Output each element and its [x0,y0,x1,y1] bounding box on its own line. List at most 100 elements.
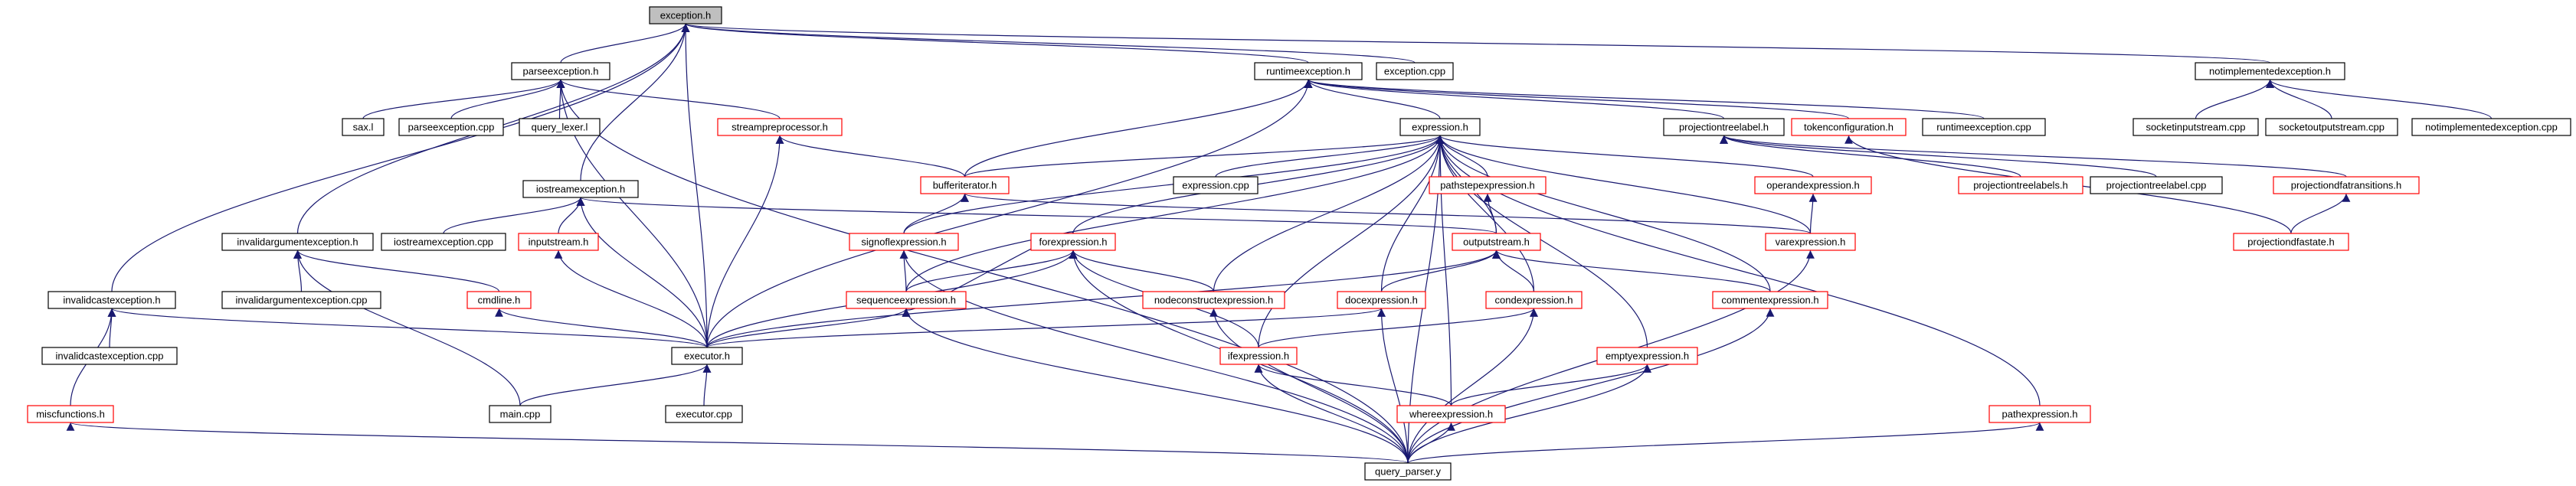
edge-executor-h-to-outputstream-h [706,250,1501,348]
node-label: query_parser.y [1375,465,1441,477]
node-label: outputstream.h [1463,236,1530,247]
node-label: exception.cpp [1384,65,1445,77]
node-emptyexpression-h[interactable]: emptyexpression.h [1596,347,1698,365]
node-exception-h[interactable]: exception.h [649,6,722,24]
edge-executor-h-to-docexpression-h [706,308,1386,348]
node-label: expression.h [1412,121,1468,132]
edge-expression-h-to-runtimeexception-h [1304,79,1441,119]
node-expression-h[interactable]: expression.h [1399,118,1481,136]
edge-invalidcastexception-h-to-exception-h [111,23,690,292]
edge-runtimeexception-h-to-exception-h [682,23,1309,64]
node-invalidargumentexception-h[interactable]: invalidargumentexception.h [221,233,374,251]
node-socketoutputstream-cpp[interactable]: socketoutputstream.cpp [2265,118,2398,136]
node-outputstream-h[interactable]: outputstream.h [1452,233,1541,251]
node-box [1791,118,1907,136]
edges-layer [67,23,2493,464]
edge-query-parser-y-to-pathexpression-h [1407,422,2044,464]
node-label: operandexpression.h [1766,179,1859,191]
node-miscfunctions-h[interactable]: miscfunctions.h [27,405,114,423]
node-invalidcastexception-h[interactable]: invalidcastexception.h [47,291,176,309]
edge-runtimeexception-cpp-to-runtimeexception-h [1304,79,1985,119]
node-projectiondfastate-h[interactable]: projectiondfastate.h [2233,233,2349,251]
edge-varexpression-h-to-bufferiterator-h [961,193,1812,234]
node-iostreamexception-h[interactable]: iostreamexception.h [522,180,639,198]
node-box [1485,291,1583,309]
edge-outputstream-h-to-iostreamexception-h [577,197,1497,234]
node-box [522,180,639,198]
node-pathexpression-h[interactable]: pathexpression.h [1988,405,2091,423]
node-label: sequenceexpression.h [856,294,956,305]
node-projectiontreelabels-h[interactable]: projectiontreelabels.h [1958,176,2083,194]
node-notimplementedexception-h[interactable]: notimplementedexception.h [2195,62,2345,80]
node-iostreamexception-cpp[interactable]: iostreamexception.cpp [381,233,506,251]
node-pathstepexpression-h[interactable]: pathstepexpression.h [1429,176,1547,194]
node-runtimeexception-h[interactable]: runtimeexception.h [1254,62,1363,80]
edge-nodeconstructexpression-h-to-forexpression-h [1069,250,1215,292]
node-cmdline-h[interactable]: cmdline.h [466,291,532,309]
node-bufferiterator-h[interactable]: bufferiterator.h [920,176,1010,194]
node-projectiondfatransitions-h[interactable]: projectiondfatransitions.h [2273,176,2420,194]
edge-sequenceexpression-h-to-expression-h [905,135,1445,292]
edge-bufferiterator-h-to-streampreprocessor-h [775,135,966,178]
node-docexpression-h[interactable]: docexpression.h [1337,291,1426,309]
node-exception-cpp[interactable]: exception.cpp [1376,62,1454,80]
node-condexpression-h[interactable]: condexpression.h [1485,291,1583,309]
node-label: tokenconfiguration.h [1804,121,1894,132]
node-ifexpression-h[interactable]: ifexpression.h [1219,347,1298,365]
node-executor-h[interactable]: executor.h [671,347,743,365]
edge-docexpression-h-to-outputstream-h [1380,250,1501,292]
node-projectiontreelabel-h[interactable]: projectiontreelabel.h [1663,118,1785,136]
node-box [2411,118,2571,136]
node-main-cpp[interactable]: main.cpp [489,405,552,423]
edge-signoflexpression-h-to-expression-h [903,135,1445,234]
node-label: condexpression.h [1495,294,1573,305]
edge-projectiontreelabels-h-to-projectiontreelabel-h [1720,135,2021,178]
edge-whereexpression-h-to-expression-h [1435,135,1452,406]
edge-query-parser-y-to-condexpression-h [1407,308,1538,464]
node-sequenceexpression-h[interactable]: sequenceexpression.h [846,291,967,309]
node-box [1142,291,1285,309]
node-query-lexer-l[interactable]: query_lexer.l [519,118,601,136]
edge-executor-h-to-runtimeexception-h [706,79,1313,348]
node-invalidargumentexception-cpp[interactable]: invalidargumentexception.cpp [221,291,381,309]
node-whereexpression-h[interactable]: whereexpression.h [1396,405,1506,423]
edge-commentexpression-h-to-outputstream-h [1492,250,1771,292]
node-box [1712,291,1828,309]
node-nodeconstructexpression-h[interactable]: nodeconstructexpression.h [1142,291,1285,309]
edge-query-parser-y-to-ifexpression-h [1254,364,1409,464]
node-parseexception-cpp[interactable]: parseexception.cpp [398,118,504,136]
node-streampreprocessor-h[interactable]: streampreprocessor.h [717,118,843,136]
node-label: iostreamexception.cpp [394,236,493,247]
node-box [2195,62,2345,80]
node-sax-l[interactable]: sax.l [342,118,385,136]
edge-whereexpression-h-to-emptyexpression-h [1450,364,1651,406]
node-runtimeexception-cpp[interactable]: runtimeexception.cpp [1922,118,2046,136]
node-inputstream-h[interactable]: inputstream.h [518,233,599,251]
node-query-parser-y[interactable]: query_parser.y [1364,462,1452,481]
edge-executor-h-to-inputstream-h [554,250,708,348]
node-executor-cpp[interactable]: executor.cpp [665,405,743,423]
node-box [1030,233,1116,251]
node-varexpression-h[interactable]: varexpression.h [1765,233,1856,251]
node-socketinputstream-cpp[interactable]: socketinputstream.cpp [2132,118,2259,136]
node-label: bufferiterator.h [933,179,997,191]
node-expression-cpp[interactable]: expression.cpp [1173,176,1259,194]
node-commentexpression-h[interactable]: commentexpression.h [1712,291,1828,309]
edge-iostreamexception-h-to-exception-h [580,23,690,181]
edge-query-parser-y-to-nodeconstructexpression-h [1209,308,1409,464]
edge-emptyexpression-h-to-expression-h [1435,135,1648,348]
node-forexpression-h[interactable]: forexpression.h [1030,233,1116,251]
node-projectiontreelabel-cpp[interactable]: projectiontreelabel.cpp [2090,176,2223,194]
node-parseexception-h[interactable]: parseexception.h [511,62,610,80]
node-operandexpression-h[interactable]: operandexpression.h [1754,176,1872,194]
node-tokenconfiguration-h[interactable]: tokenconfiguration.h [1791,118,1907,136]
node-label: exception.h [660,9,712,21]
node-signoflexpression-h[interactable]: signoflexpression.h [849,233,959,251]
node-invalidcastexception-cpp[interactable]: invalidcastexception.cpp [41,347,178,365]
edge-query-parser-y-to-commentexpression-h [1407,308,1775,464]
node-label: invalidcastexception.h [63,294,160,305]
edge-executor-h-to-invalidcastexception-h [108,308,708,348]
node-label: forexpression.h [1039,236,1108,247]
edge-query-parser-y-to-docexpression-h [1377,308,1409,464]
node-notimplementedexception-cpp[interactable]: notimplementedexception.cpp [2411,118,2571,136]
